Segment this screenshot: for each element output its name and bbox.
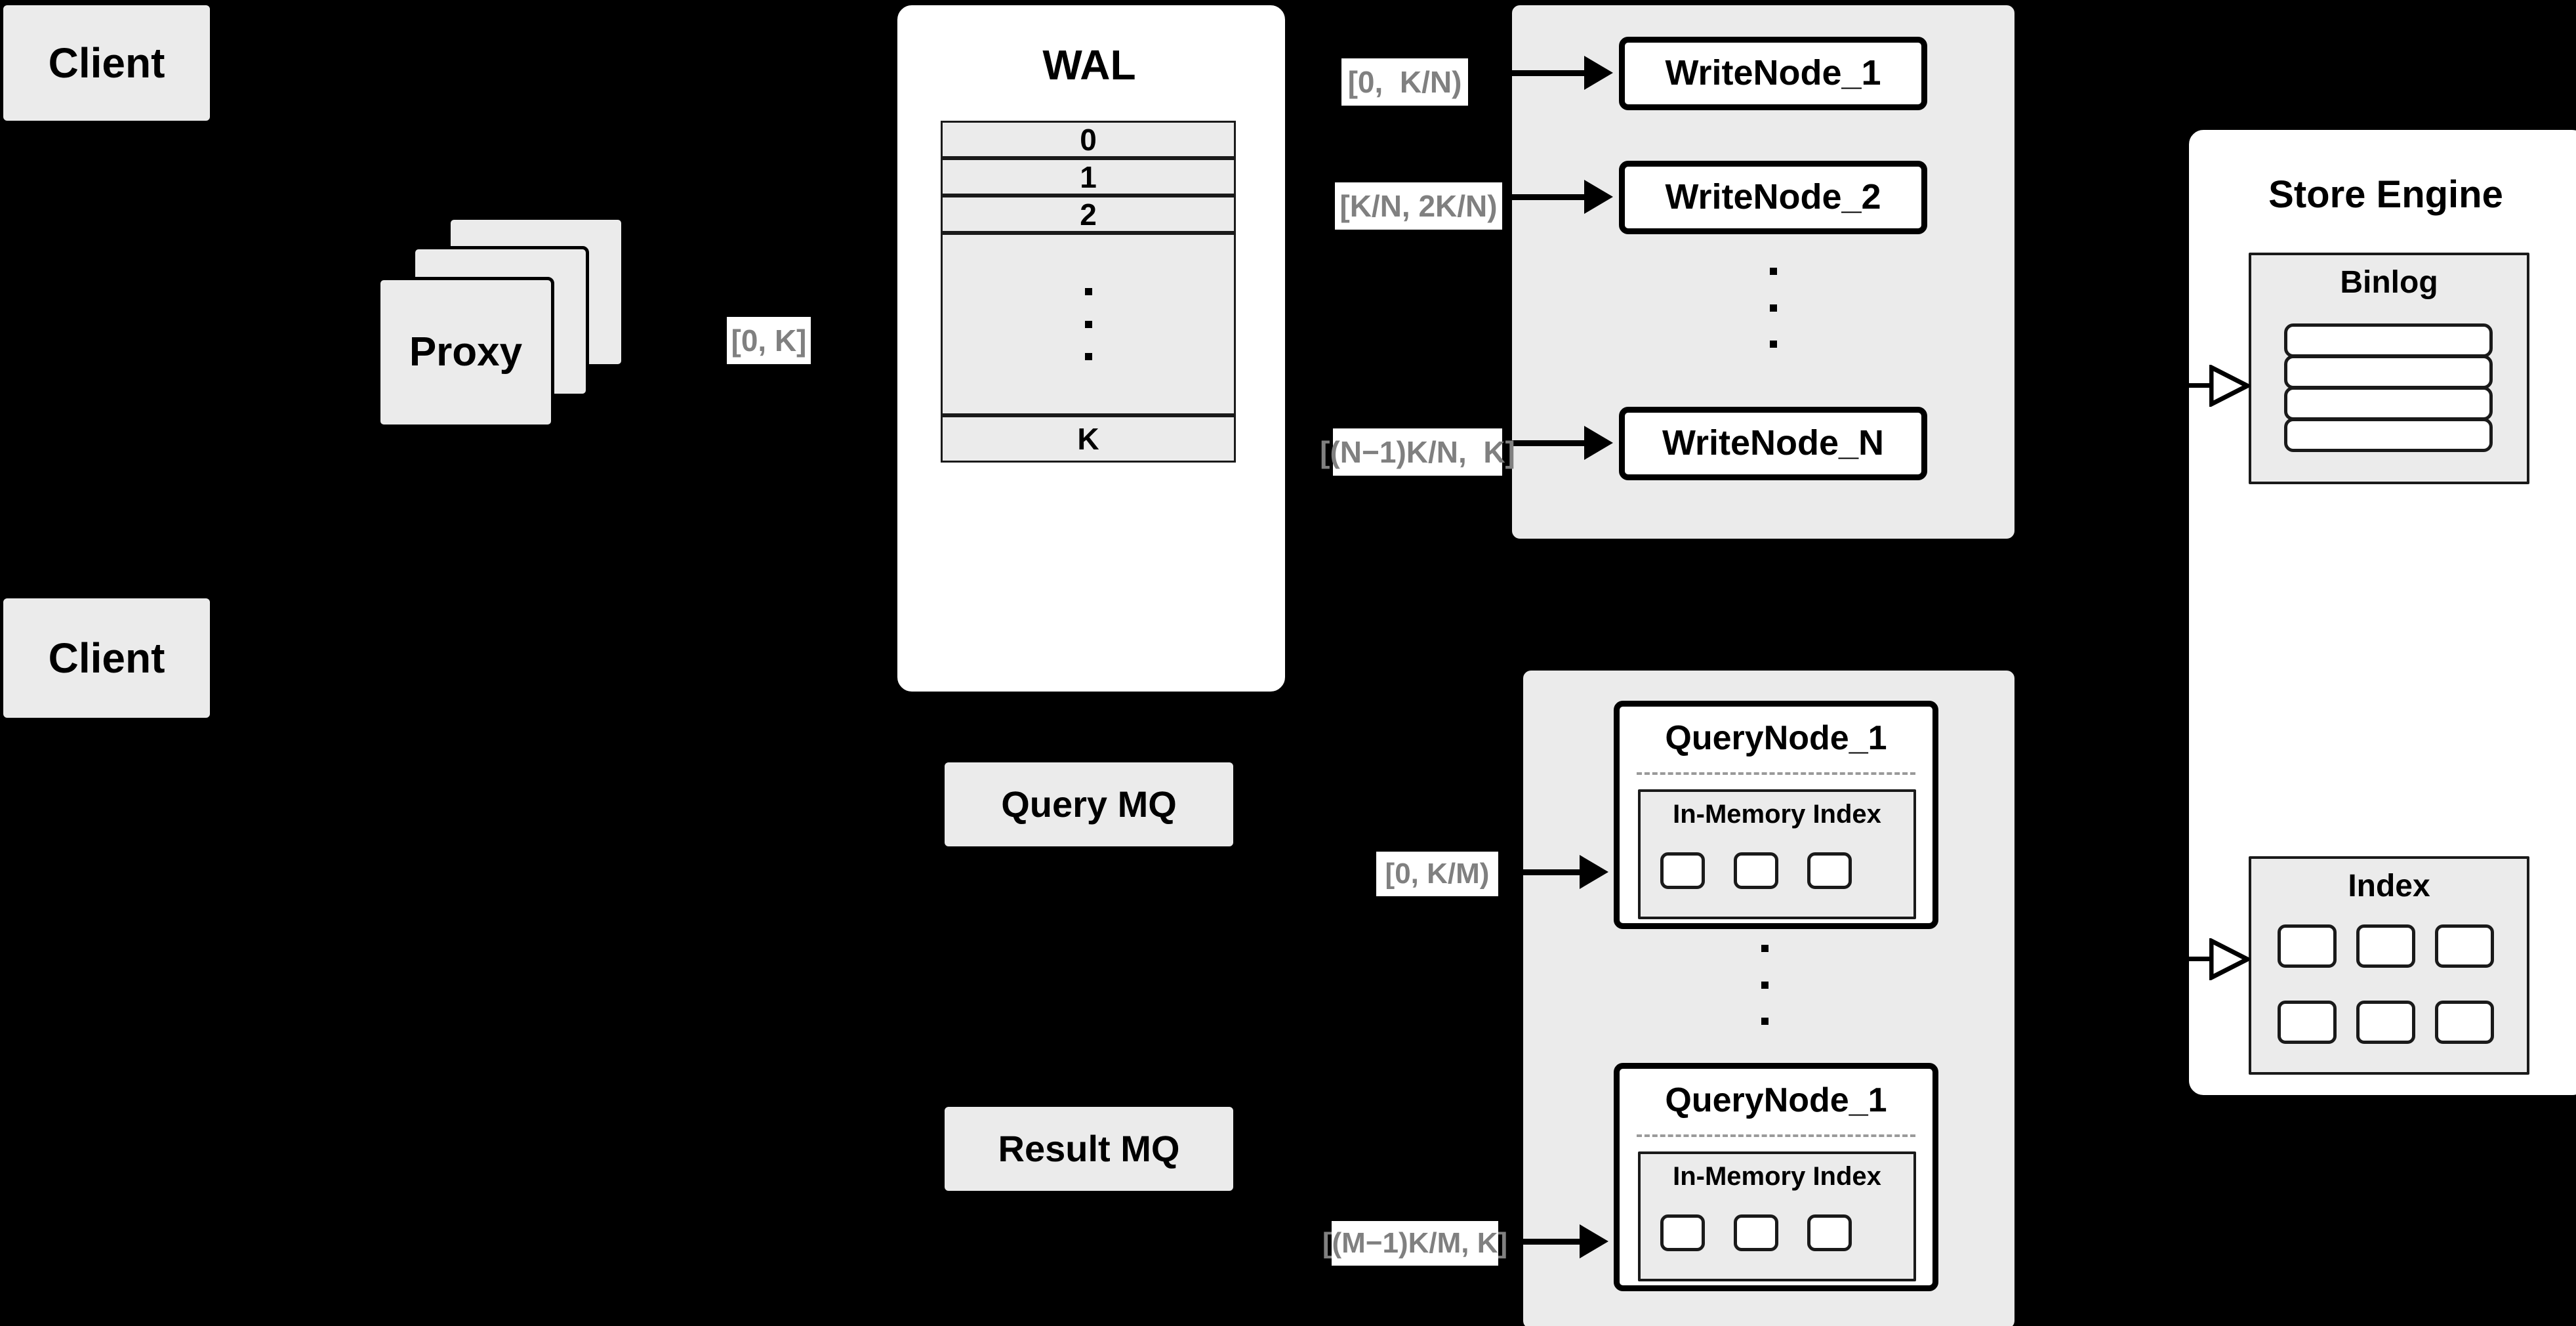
query-node-1-divider xyxy=(1637,772,1915,775)
index-chip-5[interactable] xyxy=(2356,1001,2415,1044)
index-title: Index xyxy=(2251,868,2527,904)
query-node-1-index-title-text: In-Memory Index xyxy=(1673,800,1881,829)
store-engine-title: Store Engine xyxy=(2189,173,2576,217)
arrow-line-query-m xyxy=(1500,1239,1585,1245)
write-node-n-label: WriteNode_N xyxy=(1662,423,1885,463)
range-label-proxy-to-wal-text: [0, K] xyxy=(731,323,807,358)
store-engine-title-text: Store Engine xyxy=(2268,173,2503,216)
range-label-write-n-text: [(N−1)K/N, K] xyxy=(1320,435,1515,469)
query-node-2-index-card: In-Memory Index xyxy=(1638,1151,1916,1281)
index-chip-4[interactable] xyxy=(2278,1001,2337,1044)
write-node-group-ellipsis-icon xyxy=(1769,268,1777,348)
binlog-title: Binlog xyxy=(2251,264,2527,300)
wal-title: WAL xyxy=(897,41,1281,89)
index-chip-6[interactable] xyxy=(2435,1001,2494,1044)
index-chip-3[interactable] xyxy=(2435,924,2494,968)
arrow-head-to-binlog xyxy=(2209,365,2250,407)
wal-row-1[interactable]: 1 xyxy=(941,158,1236,196)
query-node-2-index-chip-2[interactable] xyxy=(1734,1214,1778,1251)
query-node-group-ellipsis-icon xyxy=(1761,945,1768,1025)
query-node-1-title-text: QueryNode_1 xyxy=(1665,719,1887,757)
query-node-1-index-chip-3[interactable] xyxy=(1807,852,1852,889)
range-label-write-1-text: [0, K/N) xyxy=(1347,65,1462,99)
result-mq-node[interactable]: Result MQ xyxy=(945,1107,1233,1191)
index-chip-2[interactable] xyxy=(2356,924,2415,968)
query-node-2-index-chip-3[interactable] xyxy=(1807,1214,1852,1251)
query-node-1[interactable]: QueryNode_1 In-Memory Index xyxy=(1614,701,1938,929)
arrow-line-to-index xyxy=(2177,957,2216,961)
query-mq-node[interactable]: Query MQ xyxy=(945,762,1233,846)
range-label-query-m: [(M−1)K/M, K] xyxy=(1322,1221,1507,1266)
range-label-write-n: [(N−1)K/N, K] xyxy=(1320,428,1515,476)
write-node-1-label: WriteNode_1 xyxy=(1665,53,1881,93)
proxy-stack[interactable]: Proxy xyxy=(377,217,672,433)
query-node-2[interactable]: QueryNode_1 In-Memory Index xyxy=(1614,1063,1938,1291)
client-node-2-label: Client xyxy=(48,634,165,682)
query-node-2-index-title-text: In-Memory Index xyxy=(1673,1162,1881,1191)
client-node-1-label: Client xyxy=(48,39,165,87)
range-label-write-2-text: [K/N, 2K/N) xyxy=(1339,189,1498,223)
arrow-head-write-1 xyxy=(1584,56,1613,90)
range-label-proxy-to-wal: [0, K] xyxy=(727,317,811,364)
proxy-to-wal-line xyxy=(633,340,672,346)
query-node-1-index-card: In-Memory Index xyxy=(1638,789,1916,919)
range-label-query-1-text: [0, K/M) xyxy=(1385,858,1490,890)
query-node-1-index-chip-2[interactable] xyxy=(1734,852,1778,889)
arrow-line-to-binlog xyxy=(2177,383,2216,388)
binlog-segment-1[interactable] xyxy=(2284,323,2493,358)
index-title-text: Index xyxy=(2348,869,2430,903)
range-label-write-2: [K/N, 2K/N) xyxy=(1335,182,1502,230)
arrow-head-query-m xyxy=(1580,1224,1608,1258)
write-node-1[interactable]: WriteNode_1 xyxy=(1619,37,1927,110)
wal-ellipsis-icon xyxy=(1084,288,1092,360)
wal-row-ellipsis xyxy=(941,233,1236,415)
proxy-node[interactable]: Proxy xyxy=(377,277,554,428)
wal-row-k[interactable]: K xyxy=(941,415,1236,463)
client-node-1[interactable]: Client xyxy=(3,5,210,121)
proxy-label: Proxy xyxy=(409,329,523,375)
wal-row-k-label: K xyxy=(1077,422,1099,456)
range-label-query-1: [0, K/M) xyxy=(1376,852,1498,896)
query-node-2-divider xyxy=(1637,1134,1915,1137)
arrow-line-write-1 xyxy=(1467,70,1590,76)
write-node-2[interactable]: WriteNode_2 xyxy=(1619,161,1927,234)
write-node-n[interactable]: WriteNode_N xyxy=(1619,407,1927,480)
result-mq-label: Result MQ xyxy=(998,1128,1180,1170)
query-node-2-index-chip-1[interactable] xyxy=(1660,1214,1705,1251)
query-node-1-title: QueryNode_1 xyxy=(1620,718,1932,758)
wal-row-0-label: 0 xyxy=(1080,122,1097,157)
arrow-line-query-1 xyxy=(1500,869,1585,875)
index-chip-1[interactable] xyxy=(2278,924,2337,968)
wal-row-0[interactable]: 0 xyxy=(941,121,1236,158)
query-node-1-index-title: In-Memory Index xyxy=(1641,800,1913,829)
arrow-head-to-index xyxy=(2209,938,2250,980)
binlog-card: Binlog xyxy=(2249,253,2529,484)
client-node-2[interactable]: Client xyxy=(3,598,210,718)
arrow-line-write-2 xyxy=(1502,194,1590,200)
binlog-segment-2[interactable] xyxy=(2284,355,2493,389)
query-node-2-title-text: QueryNode_1 xyxy=(1665,1081,1887,1119)
wal-title-text: WAL xyxy=(1042,41,1136,89)
arrow-line-write-n xyxy=(1502,440,1590,446)
index-card: Index xyxy=(2249,856,2529,1075)
query-node-2-index-title: In-Memory Index xyxy=(1641,1162,1913,1191)
arrow-head-write-2 xyxy=(1584,180,1613,214)
binlog-segment-4[interactable] xyxy=(2284,418,2493,452)
range-label-write-1: [0, K/N) xyxy=(1341,58,1468,106)
query-mq-label: Query MQ xyxy=(1001,783,1177,825)
range-label-query-m-text: [(M−1)K/M, K] xyxy=(1322,1227,1508,1259)
wal-row-2[interactable]: 2 xyxy=(941,196,1236,233)
binlog-title-text: Binlog xyxy=(2340,265,2438,300)
query-node-2-title: QueryNode_1 xyxy=(1620,1081,1932,1120)
arrow-head-write-n xyxy=(1584,426,1613,460)
write-node-2-label: WriteNode_2 xyxy=(1665,177,1881,217)
arrow-head-query-1 xyxy=(1580,855,1608,889)
wal-row-1-label: 1 xyxy=(1080,159,1097,194)
binlog-segment-3[interactable] xyxy=(2284,386,2493,421)
query-node-1-index-chip-1[interactable] xyxy=(1660,852,1705,889)
wal-row-2-label: 2 xyxy=(1080,197,1097,232)
